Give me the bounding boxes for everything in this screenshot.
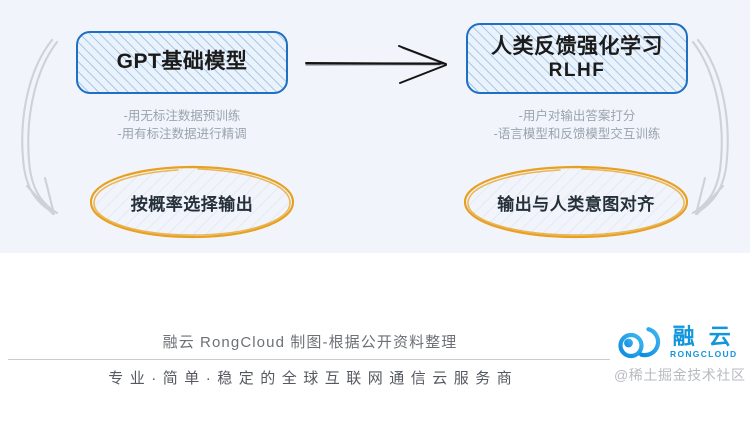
process-box-gpt: GPT基础模型 [76,31,288,94]
logo-row: 融 云 RONGCLOUD [618,325,737,359]
brand-logo: 融 云 RONGCLOUD @稀土掘金技术社区 [614,325,750,407]
logo-name-cn: 融 云 [672,324,735,349]
hand-drawn-ellipse-icon [463,165,689,239]
process-box-rlhf-subtitle: RLHF [548,59,606,81]
footer: 融云 RongCloud 制图-根据公开资料整理 专业·简单·稳定的全球互联网通… [0,253,750,422]
footer-caption: 融云 RongCloud 制图-根据公开资料整理 [162,334,458,351]
watermark-text: @稀土掘金技术社区 [614,367,746,383]
outcome-ellipse-right: 输出与人类意图对齐 [460,163,692,241]
outcome-label-left: 按概率选择输出 [130,194,254,214]
hand-drawn-ellipse-icon [89,165,295,239]
stage-right-description: -用户对输出答案打分 -语言模型和反馈模型交互训练 [493,109,661,142]
logo-name-en: RONGCLOUD [670,349,738,360]
arrow-right-icon [305,45,447,84]
process-box-rlhf-title: 人类反馈强化学习 [491,34,663,58]
footer-divider [8,359,610,360]
curved-arrow-down-icon [21,38,59,216]
stage-left-description: -用无标注数据预训练 -用有标注数据进行精调 [117,109,247,142]
rongcloud-rings-icon [618,327,661,359]
outcome-label-right: 输出与人类意图对齐 [497,194,655,214]
logo-wordmark: 融 云 RONGCLOUD [670,325,737,359]
diagram-canvas: GPT基础模型 人类反馈强化学习 RLHF -用无标注数据预训练 -用有标注数据… [0,0,750,253]
outcome-ellipse-left: 按概率选择输出 [86,163,298,241]
process-box-gpt-title: GPT基础模型 [116,50,248,74]
footer-tagline: 专业·简单·稳定的全球互联网通信云服务商 [108,370,519,387]
process-box-rlhf: 人类反馈强化学习 RLHF [466,23,688,94]
